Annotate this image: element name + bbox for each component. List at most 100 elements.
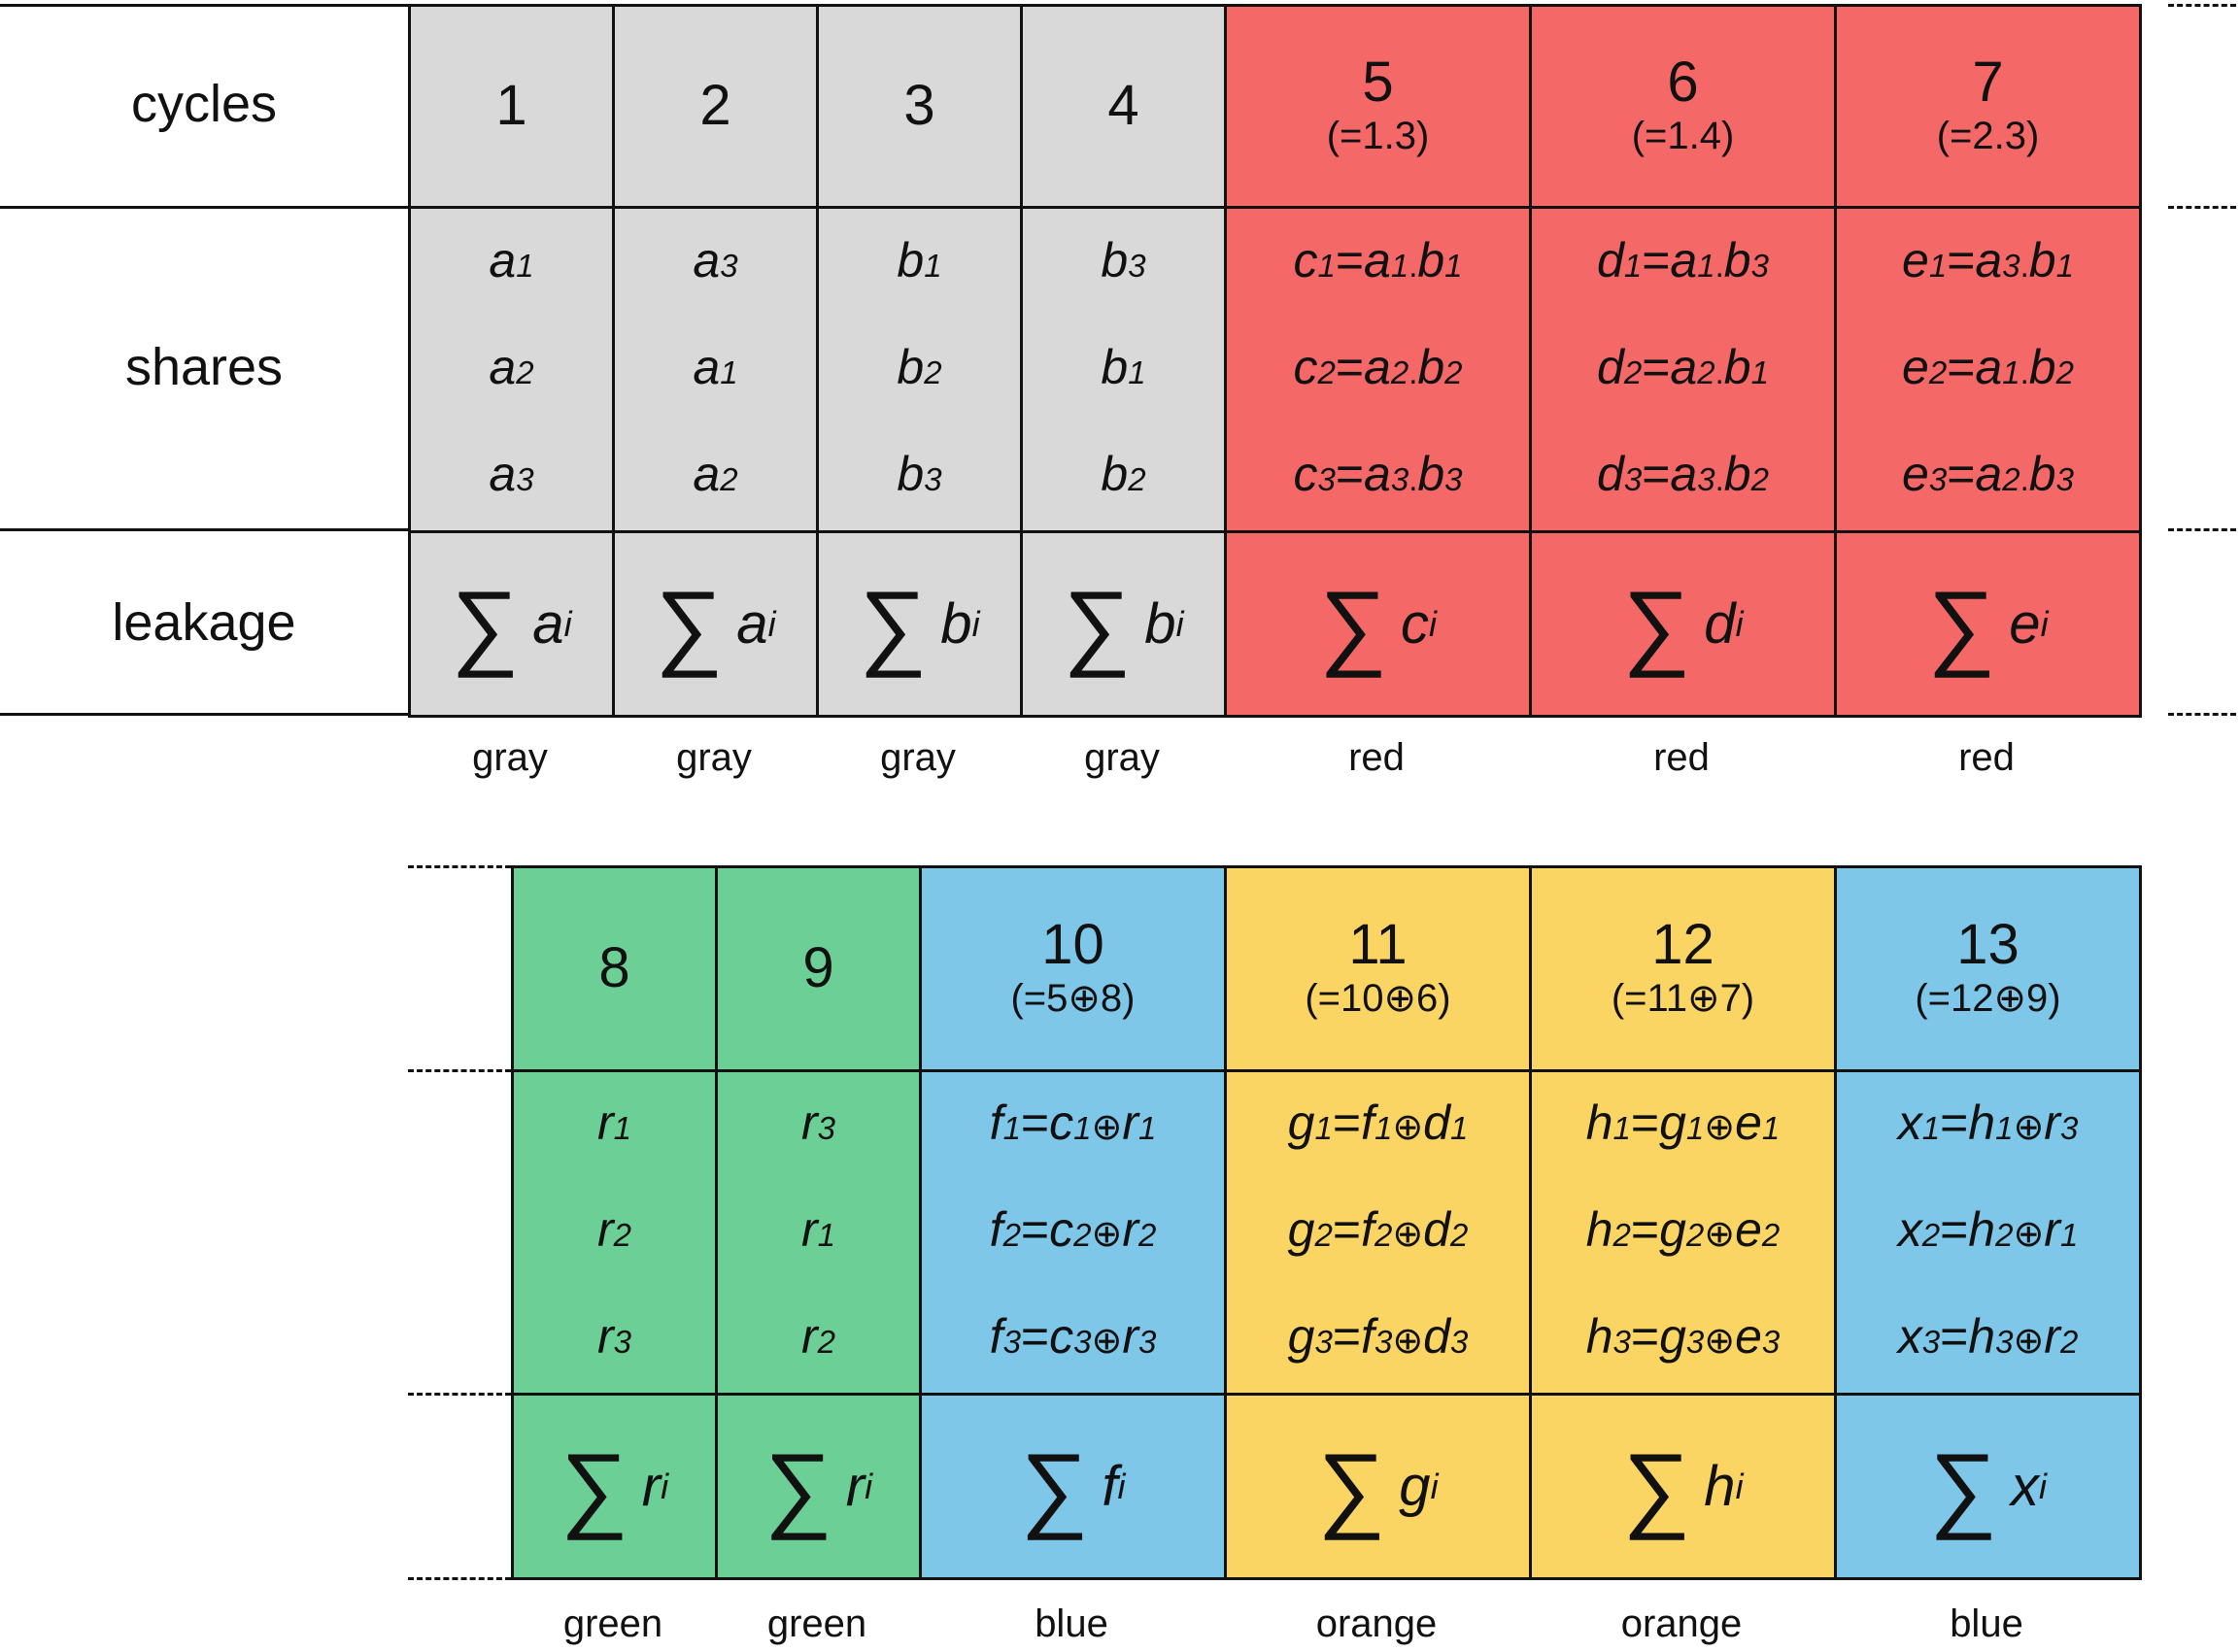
operand-subscript: 1 <box>2002 354 2020 390</box>
share-expression: x3=h3⊕r2 <box>1898 1286 2079 1393</box>
leakage-subscript: i <box>1735 1466 1744 1506</box>
share-expression: f3=c3⊕r3 <box>990 1286 1157 1393</box>
color-label: red <box>1958 736 2015 779</box>
leakage-var: b <box>1144 592 1176 656</box>
share-subscript: 2 <box>1314 1217 1333 1253</box>
share-var: a <box>489 339 517 394</box>
operand-subscript: 2 <box>1750 460 1769 497</box>
share-expression: a3 <box>693 210 737 317</box>
leakage-var: b <box>940 592 972 656</box>
cycle-number: 5 <box>1362 51 1394 115</box>
operand-subscript: 1 <box>1137 1110 1157 1146</box>
operand-subscript: 1 <box>1750 354 1769 390</box>
operand-var: b <box>2028 232 2056 287</box>
equals-sign: = <box>1947 339 1976 394</box>
sum-symbol: ∑ <box>1622 1433 1691 1540</box>
operator: . <box>1408 247 1418 284</box>
equals-sign: = <box>1642 446 1671 501</box>
operand-subscript: 3 <box>1137 1324 1157 1360</box>
operand-var: a <box>1670 339 1698 394</box>
operator: . <box>1714 247 1724 284</box>
cycle-cell-11: 11(=10⊕6) <box>1224 865 1532 1072</box>
cycle-cell-13: 13(=12⊕9) <box>1834 865 2142 1072</box>
share-subscript: 2 <box>516 354 534 390</box>
operand-subscript: 1 <box>1073 1110 1092 1146</box>
share-var: r <box>800 1309 818 1364</box>
continuation-dash <box>408 1577 511 1580</box>
operand-subscript: 3 <box>1761 1324 1781 1360</box>
share-subscript: 2 <box>1612 1217 1631 1253</box>
cycle-number: 9 <box>802 936 834 1000</box>
leakage-subscript: i <box>1175 603 1184 644</box>
cycle-number: 2 <box>699 74 731 138</box>
share-expression: c1=a1.b1 <box>1293 210 1462 317</box>
operator: ⊕ <box>1091 1214 1123 1255</box>
leakage-subscript: i <box>1428 603 1437 644</box>
share-var: c <box>1293 446 1318 501</box>
operand-subscript: 2 <box>2055 354 2074 390</box>
leakage-var: a <box>532 592 564 656</box>
operand-subscript: 3 <box>1449 1324 1469 1360</box>
share-var: r <box>596 1309 614 1364</box>
operand-var: b <box>2028 446 2056 501</box>
share-expression: d3=a3.b2 <box>1597 423 1769 530</box>
operator: . <box>1408 460 1418 497</box>
share-expression: a1 <box>489 210 533 317</box>
operand-var: f <box>1361 1096 1375 1150</box>
equals-sign: = <box>1332 1309 1362 1364</box>
operand-var: b <box>1723 339 1751 394</box>
equals-sign: = <box>1630 1309 1660 1364</box>
operator: ⊕ <box>1392 1214 1424 1255</box>
color-label: gray <box>880 736 956 779</box>
operand-subscript: 1 <box>1444 247 1463 284</box>
share-subscript: 2 <box>1002 1217 1021 1253</box>
continuation-dash <box>408 1069 511 1072</box>
leakage-subscript: i <box>865 1466 873 1506</box>
operator: ⊕ <box>2013 1321 2045 1362</box>
operand-subscript: 3 <box>2059 1110 2079 1146</box>
equals-sign: = <box>1642 339 1671 394</box>
equals-sign: = <box>1335 339 1365 394</box>
operand-var: g <box>1659 1202 1686 1257</box>
share-expression: d1=a1.b3 <box>1597 210 1769 317</box>
operand-subscript: 1 <box>1685 1110 1705 1146</box>
sum-symbol: ∑ <box>451 570 520 678</box>
share-var: r <box>596 1096 614 1150</box>
cycle-cell-10: 10(=5⊕8) <box>919 865 1227 1072</box>
share-var: e <box>1902 339 1929 394</box>
operand-var: b <box>1417 446 1445 501</box>
share-expression: e2=a1.b2 <box>1902 317 2074 423</box>
leakage-subscript: i <box>1735 603 1744 644</box>
share-subscript: 3 <box>720 247 738 284</box>
operand-var: b <box>1723 232 1751 287</box>
sum-symbol: ∑ <box>859 570 928 678</box>
share-subscript: 1 <box>1928 247 1948 284</box>
share-expression: b3 <box>1101 210 1145 317</box>
operand-subscript: 2 <box>1390 354 1409 390</box>
operand-var: h <box>1968 1096 1996 1150</box>
cycle-cell-7: 7(=2.3) <box>1834 4 2142 209</box>
operand-subscript: 2 <box>1073 1217 1092 1253</box>
share-expression: r2 <box>597 1179 631 1286</box>
leakage-var: h <box>1704 1455 1736 1518</box>
leakage-subscript: i <box>563 603 572 644</box>
cycle-number: 7 <box>1972 51 2004 115</box>
share-expression: b2 <box>897 317 941 423</box>
operand-var: a <box>1670 446 1698 501</box>
cycle-cell-5: 5(=1.3) <box>1224 4 1532 209</box>
operand-var: a <box>1364 232 1391 287</box>
cycle-derivation: (=2.3) <box>1936 114 2040 157</box>
operand-var: b <box>1417 339 1445 394</box>
